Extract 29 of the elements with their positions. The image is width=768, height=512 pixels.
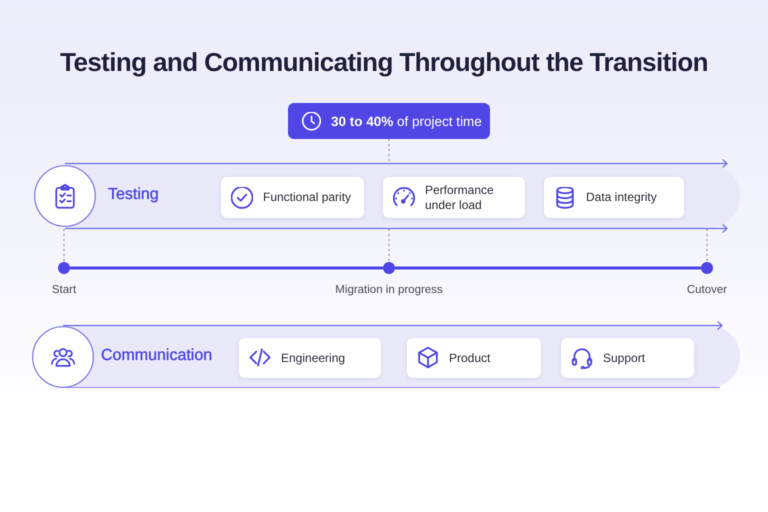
card-label: Functional parity [263, 190, 352, 205]
card-label: Engineering [281, 350, 346, 366]
duration-badge [288, 103, 490, 139]
card-label: Product [449, 350, 490, 366]
task-card [239, 338, 381, 378]
card-label: Data integrity [586, 190, 657, 205]
timeline-line [70, 266, 383, 270]
task-card [221, 177, 364, 218]
dotted-guide-line [388, 229, 390, 262]
milestone-label: Migration in progress [335, 283, 443, 297]
timeline-line [395, 266, 701, 270]
badge-text: 30 to 40% of project time [331, 114, 482, 128]
card-label: Performance under load [425, 182, 495, 212]
card-label: Support [603, 350, 646, 366]
milestone-dot [701, 262, 713, 274]
dotted-guide-line [388, 139, 390, 163]
milestone-label: Start [52, 283, 76, 297]
milestone-dot [383, 262, 395, 274]
band-title: Communication [101, 346, 212, 366]
diagram-title: Testing and Communicating Throughout the Transition [60, 47, 708, 78]
milestone-dot [58, 262, 70, 274]
dotted-guide-line [706, 229, 708, 262]
dotted-guide-line [63, 229, 65, 262]
task-card [407, 338, 541, 378]
task-card [383, 177, 525, 218]
milestone-label: Cutover [686, 283, 728, 297]
task-card [544, 177, 684, 218]
task-card [561, 338, 694, 378]
band-title: Testing [108, 185, 159, 205]
